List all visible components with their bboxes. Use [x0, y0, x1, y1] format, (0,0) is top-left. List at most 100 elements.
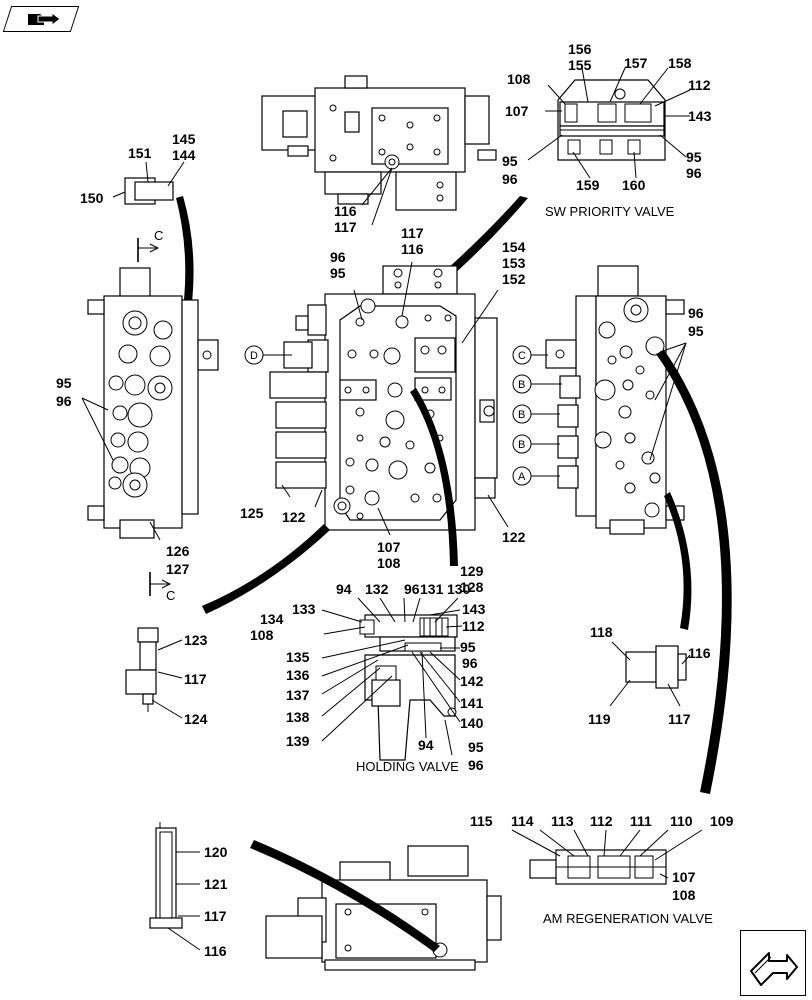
callout-117: 117	[334, 219, 357, 235]
callout-127: 127	[166, 561, 190, 577]
sw-priority-valve	[527, 67, 691, 179]
callout-125: 125	[240, 505, 264, 521]
center-band	[410, 388, 458, 566]
callout-113: 113	[551, 813, 574, 829]
callout-108: 108	[250, 627, 274, 643]
sw-band	[446, 196, 528, 276]
top-valve-view	[261, 75, 497, 226]
right-band-short	[664, 492, 692, 630]
fitting-118	[609, 641, 691, 707]
fitting-120	[149, 822, 201, 951]
caption-sw-priority-valve: SW PRIORITY VALVE	[545, 204, 675, 219]
callout-143: 143	[688, 108, 712, 124]
callout-124: 124	[184, 711, 208, 727]
callout-139: 139	[286, 733, 310, 749]
callout-116: 116	[334, 203, 357, 219]
callout-112: 112	[688, 77, 711, 93]
port-label-b: B	[518, 379, 525, 391]
callout-117: 117	[204, 908, 227, 924]
callout-109: 109	[710, 813, 734, 829]
callout-116: 116	[688, 645, 711, 661]
callout-96: 96	[502, 171, 518, 187]
callout-152: 152	[502, 271, 526, 287]
callout-108: 108	[377, 555, 401, 571]
next-page-arrow-icon	[750, 952, 798, 986]
section-c-bottom	[149, 572, 172, 596]
callout-95: 95	[468, 739, 484, 755]
callout-116: 116	[204, 943, 227, 959]
callout-112: 112	[590, 813, 613, 829]
callout-137: 137	[286, 687, 310, 703]
right-band-long	[656, 350, 732, 794]
callout-95: 95	[330, 265, 346, 281]
callout-95: 95	[686, 149, 702, 165]
callout-134: 134	[260, 611, 284, 627]
callout-95: 95	[56, 375, 72, 391]
callout-132: 132	[365, 581, 389, 597]
port-label-b: B	[518, 439, 525, 451]
caption-am-regeneration-valve: AM REGENERATION VALVE	[543, 911, 713, 926]
right-valve-body	[530, 265, 687, 535]
callout-155: 155	[568, 57, 592, 73]
callout-159: 159	[576, 177, 600, 193]
callout-94: 94	[336, 581, 352, 597]
callout-120: 120	[204, 844, 228, 860]
callout-144: 144	[172, 147, 196, 163]
right-port-circles	[512, 345, 532, 486]
callout-117: 117	[668, 711, 691, 727]
callout-96: 96	[330, 249, 346, 265]
book-nav-button[interactable]	[2, 6, 80, 32]
callout-160: 160	[622, 177, 646, 193]
callout-126: 126	[166, 543, 190, 559]
callout-114: 114	[511, 813, 534, 829]
callout-95: 95	[502, 153, 518, 169]
callout-154: 154	[502, 239, 526, 255]
callout-111: 111	[630, 813, 652, 829]
callout-136: 136	[286, 667, 310, 683]
callout-151: 151	[128, 145, 152, 161]
center-port-d	[244, 345, 292, 365]
section-c-top	[137, 238, 160, 262]
callout-150: 150	[80, 190, 104, 206]
holding-valve	[321, 597, 463, 761]
callout-157: 157	[624, 55, 648, 71]
callout-110: 110	[670, 813, 693, 829]
callout-96: 96	[686, 165, 702, 181]
callout-117: 117	[184, 671, 207, 687]
callout-158: 158	[668, 55, 692, 71]
callout-131: 131	[420, 581, 444, 597]
callout-135: 135	[286, 649, 310, 665]
section-c-top-label: C	[154, 228, 163, 243]
callout-141: 141	[460, 695, 484, 711]
callout-108: 108	[507, 71, 531, 87]
callout-122: 122	[502, 529, 526, 545]
callout-145: 145	[172, 131, 196, 147]
callout-153: 153	[502, 255, 526, 271]
callout-156: 156	[568, 41, 592, 57]
section-c-bottom-label: C	[166, 588, 175, 603]
callout-128: 128	[460, 579, 484, 595]
callout-133: 133	[292, 601, 316, 617]
port-label-a: A	[518, 471, 526, 483]
callout-107: 107	[672, 869, 696, 885]
callout-95: 95	[460, 639, 476, 655]
callout-116: 116	[401, 241, 424, 257]
lower-left-band	[202, 524, 330, 614]
callout-143: 143	[462, 601, 486, 617]
callout-107: 107	[505, 103, 529, 119]
left-valve-body	[81, 267, 219, 541]
callout-140: 140	[460, 715, 484, 731]
callout-121: 121	[204, 876, 228, 892]
center-main-valve	[269, 261, 509, 536]
next-page-button[interactable]	[740, 930, 806, 996]
callout-142: 142	[460, 673, 484, 689]
callout-95: 95	[688, 323, 704, 339]
port-label-b: B	[518, 409, 525, 421]
callout-119: 119	[588, 711, 611, 727]
callout-96: 96	[462, 655, 478, 671]
bottom-band	[250, 840, 440, 952]
book-arrow-icon	[28, 12, 61, 26]
port-label-d: D	[250, 350, 258, 362]
port-label-c: C	[518, 350, 526, 362]
fitting-150	[112, 161, 185, 205]
